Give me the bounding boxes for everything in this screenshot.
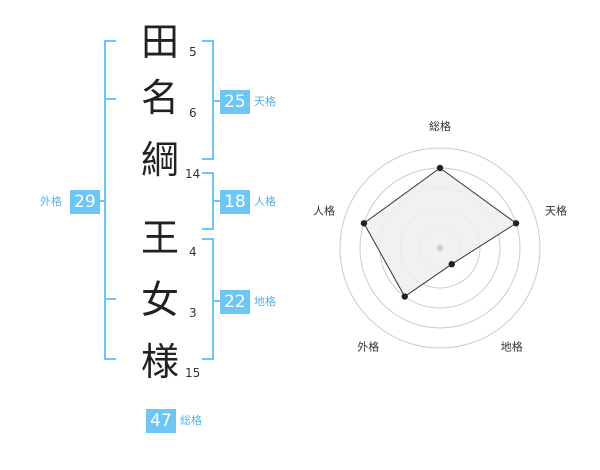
name-char-2: 名 [140,76,179,120]
gaikaku-bracket-tick-lower [104,298,116,300]
gaikaku-bracket-connector [96,200,104,202]
tenkaku-bracket-vertical [212,40,214,160]
radar-axis-label-2: 天格 [545,203,567,217]
name-char-5: 女 [140,278,179,322]
gaikaku-badge: 29 [70,190,100,214]
stroke-count-3: 14 [185,167,201,181]
tenkaku-label: 天格 [254,95,276,108]
chikaku-bracket-connector [214,300,222,302]
jinkaku-badge: 18 [220,190,250,214]
stroke-count-5: 3 [189,306,197,320]
stroke-count-4: 4 [189,245,197,259]
chikaku-bracket-bottom [202,358,214,360]
radar-point-3 [448,260,455,268]
chikaku-bracket-vertical [212,238,214,360]
gaikaku-label: 外格 [40,195,62,208]
jinkaku-bracket-vertical [212,172,214,230]
radar-axis-label-4: 外格 [357,340,379,354]
jinkaku-label: 人格 [254,195,276,208]
stroke-count-2: 6 [189,106,197,120]
radar-series-polygon [363,167,517,298]
chikaku-bracket-top [202,238,214,240]
radar-axis-label-3: 地格 [501,340,523,354]
gaikaku-bracket-bottom [104,358,116,360]
gaikaku-bracket-vertical [104,40,106,360]
tenkaku-bracket-top [202,40,214,42]
radar-point-4 [401,293,408,300]
radar-point-1 [436,164,444,172]
name-char-1: 田 [140,20,179,64]
tenkaku-bracket-bottom [202,158,214,160]
radar-center-point [437,245,443,251]
chikaku-label: 地格 [254,295,276,308]
stroke-count-6: 15 [185,366,201,380]
chikaku-badge: 22 [220,290,250,314]
gaikaku-bracket-tick-upper [104,98,116,100]
jinkaku-bracket-bottom [202,228,214,230]
gaikaku-bracket-top [104,40,116,42]
radar-point-5 [360,220,368,227]
name-char-6: 様 [140,340,179,384]
soukaku-badge: 47 [146,409,176,433]
radar-point-2 [512,220,520,227]
jinkaku-bracket-top [202,172,214,174]
stroke-count-1: 5 [189,45,197,59]
tenkaku-badge: 25 [220,90,250,114]
soukaku-label: 総格 [180,414,202,427]
name-char-4: 王 [140,216,179,260]
tenkaku-bracket-connector [214,100,222,102]
jinkaku-bracket-connector [214,200,222,202]
radar-axis-label-1: 総格 [429,119,451,133]
name-char-3: 綱 [140,138,179,182]
radar-axis-label-5: 人格 [313,203,335,217]
